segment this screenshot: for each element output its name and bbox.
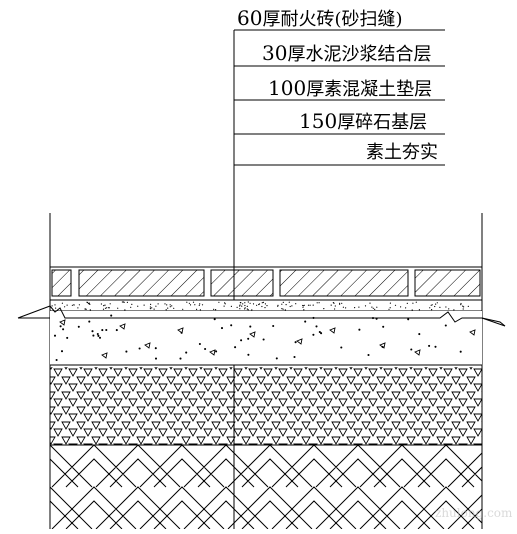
label-layer-3: 100厚素混凝土垫层 [268,76,432,100]
brick-3 [210,269,274,297]
label-layer-1: 60厚耐火砖(砂扫缝) [237,6,403,30]
brick-4 [279,269,409,297]
soil-layer [50,445,482,529]
layer-labels: 60厚耐火砖(砂扫缝) 30厚水泥沙浆结合层 100厚素混凝土垫层 150厚碎石… [237,6,438,163]
watermark: zhulong.com [435,506,513,520]
mortar-layer [49,299,483,312]
concrete-layer [50,311,482,366]
gravel-layer [50,367,482,446]
brick-1 [51,269,72,297]
label-layer-4: 150厚碎石基层 [299,109,427,133]
break-line [17,305,506,327]
label-layer-5: 素土夯实 [366,142,438,163]
brick-2 [78,269,205,297]
label-layer-2: 30厚水泥沙浆结合层 [262,41,431,65]
brick-5 [414,269,481,297]
brick-layer [49,266,483,301]
watermark-text: zhulong.com [435,506,513,520]
